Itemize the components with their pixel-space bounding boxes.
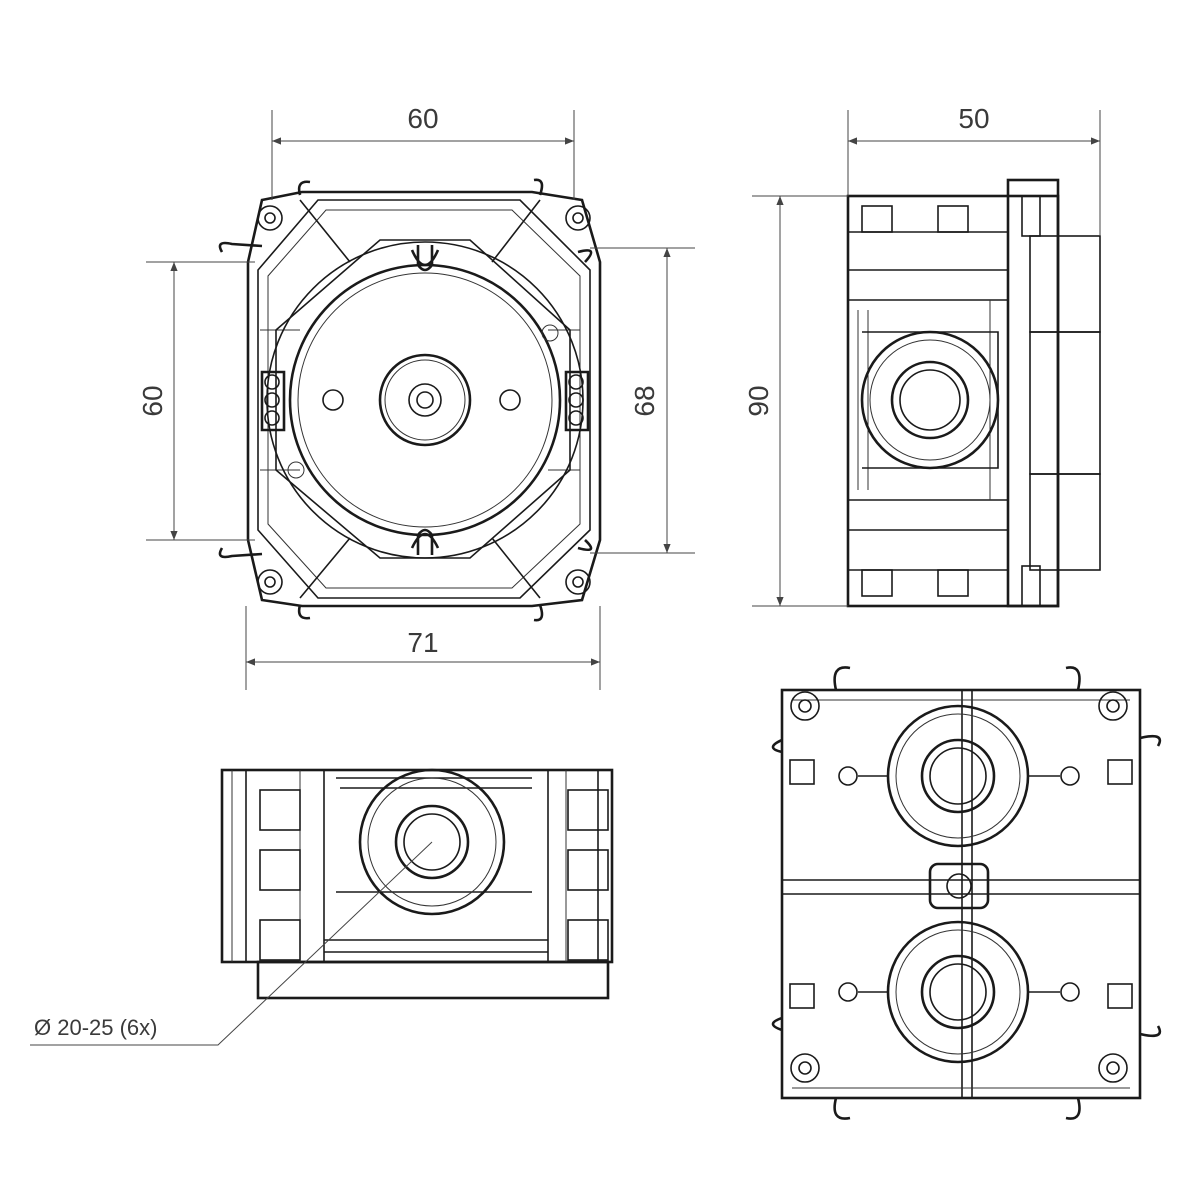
side-dimension-top: 50 bbox=[848, 103, 1100, 145]
front-dimension-bottom: 71 bbox=[246, 627, 600, 666]
side-dimension-left: 90 bbox=[743, 196, 784, 606]
entry-diameter-callout: Ø 20-25 (6x) bbox=[34, 1015, 158, 1040]
bottom-view bbox=[30, 768, 614, 1046]
double-box-view bbox=[771, 666, 1162, 1120]
front-dimension-right: 68 bbox=[629, 248, 671, 553]
front-dim-top-label: 60 bbox=[407, 103, 438, 134]
front-dimension-top: 60 bbox=[272, 103, 574, 145]
front-view bbox=[146, 110, 695, 690]
front-dim-bottom-label: 71 bbox=[407, 627, 438, 658]
front-dimension-left: 60 bbox=[137, 262, 178, 540]
front-dim-right-label: 68 bbox=[629, 385, 660, 416]
front-dim-left-label: 60 bbox=[137, 385, 168, 416]
side-dim-top-label: 50 bbox=[958, 103, 989, 134]
side-view bbox=[752, 110, 1101, 608]
side-dim-left-label: 90 bbox=[743, 385, 774, 416]
